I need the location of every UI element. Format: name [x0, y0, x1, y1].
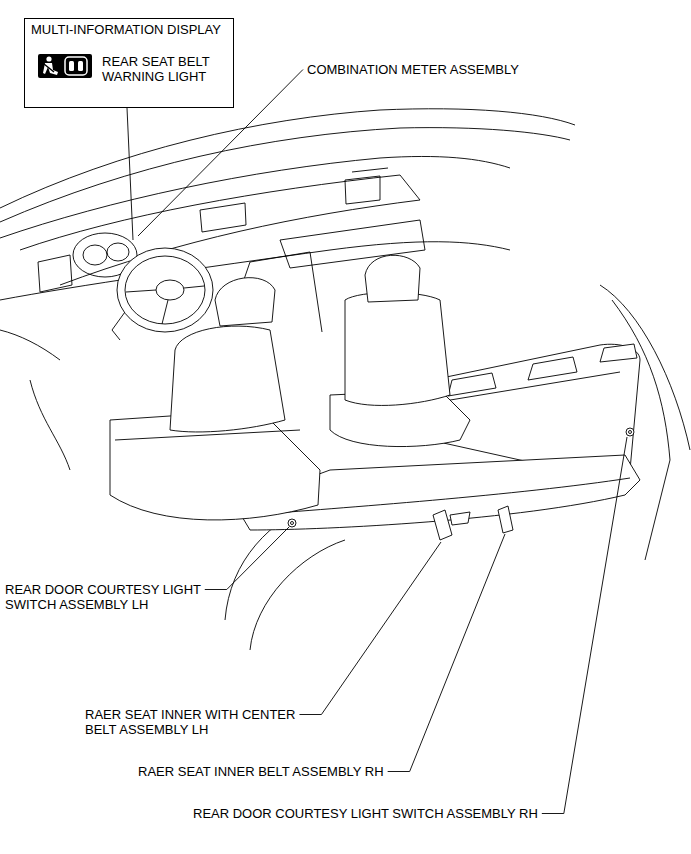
leader-line	[127, 108, 133, 240]
part-name: RAER SEAT INNER BELT ASSEMBLY RH	[138, 764, 384, 779]
leader-line	[542, 437, 627, 814]
part-name: COMBINATION METER ASSEMBLY	[307, 62, 519, 77]
leader-line	[205, 527, 289, 590]
part-name: REAR DOOR COURTESY LIGHT SWITCH ASSEMBLY…	[193, 806, 538, 821]
part-name: REAR DOOR COURTESY LIGHT SWITCH ASSEMBLY…	[5, 582, 225, 612]
display-title: MULTI-INFORMATION DISPLAY	[31, 22, 221, 37]
leader-line	[388, 534, 505, 772]
display-box: MULTI-INFORMATION DISPLAY REAR SEAT BELT …	[24, 18, 234, 108]
leader-line	[299, 542, 441, 715]
seat-belt-warning-icon	[37, 53, 93, 79]
part-name: RAER SEAT INNER WITH CENTER BELT ASSEMBL…	[85, 707, 315, 737]
warning-light-label: REAR SEAT BELT WARNING LIGHT	[102, 54, 227, 84]
